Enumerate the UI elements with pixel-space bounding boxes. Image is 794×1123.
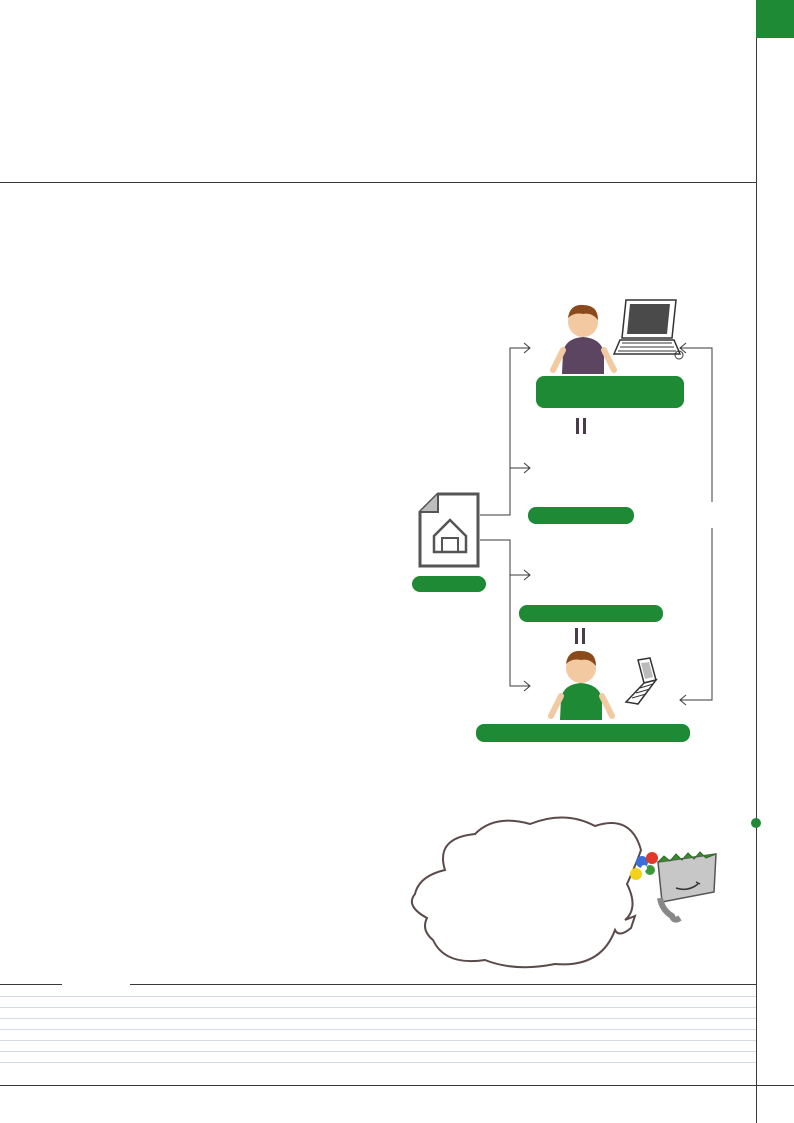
note-line bbox=[0, 1062, 756, 1063]
bottom-person-label bbox=[476, 724, 690, 742]
top-person-label bbox=[536, 376, 684, 408]
note-line bbox=[0, 1007, 756, 1008]
margin-rule bbox=[756, 38, 757, 1123]
thought-bubble-icon bbox=[411, 816, 643, 969]
mascot-robot-icon bbox=[630, 851, 717, 923]
diagram-connectors bbox=[480, 342, 713, 706]
note-line bbox=[0, 1018, 756, 1019]
lower-label bbox=[519, 605, 663, 622]
notes-area bbox=[0, 980, 756, 1070]
note-line bbox=[0, 1040, 756, 1041]
note-line bbox=[0, 1029, 756, 1030]
footer-rule bbox=[0, 1085, 794, 1086]
chapter-tab bbox=[756, 0, 794, 38]
house-document-icon bbox=[418, 492, 480, 568]
middle-label bbox=[528, 507, 634, 524]
laptop-icon bbox=[612, 299, 684, 360]
note-line bbox=[0, 1051, 756, 1052]
equals-sign-top bbox=[574, 414, 588, 440]
note-line bbox=[0, 996, 756, 997]
document-label bbox=[412, 576, 486, 592]
note-rule bbox=[0, 984, 62, 985]
note-rule bbox=[130, 984, 756, 985]
margin-marker bbox=[751, 818, 761, 828]
header-rule bbox=[0, 182, 756, 183]
mobile-phone-icon bbox=[624, 657, 658, 705]
person-icon bbox=[548, 650, 615, 720]
person-icon bbox=[550, 304, 617, 374]
sharing-diagram bbox=[380, 290, 756, 760]
equals-sign-bottom bbox=[574, 628, 588, 649]
